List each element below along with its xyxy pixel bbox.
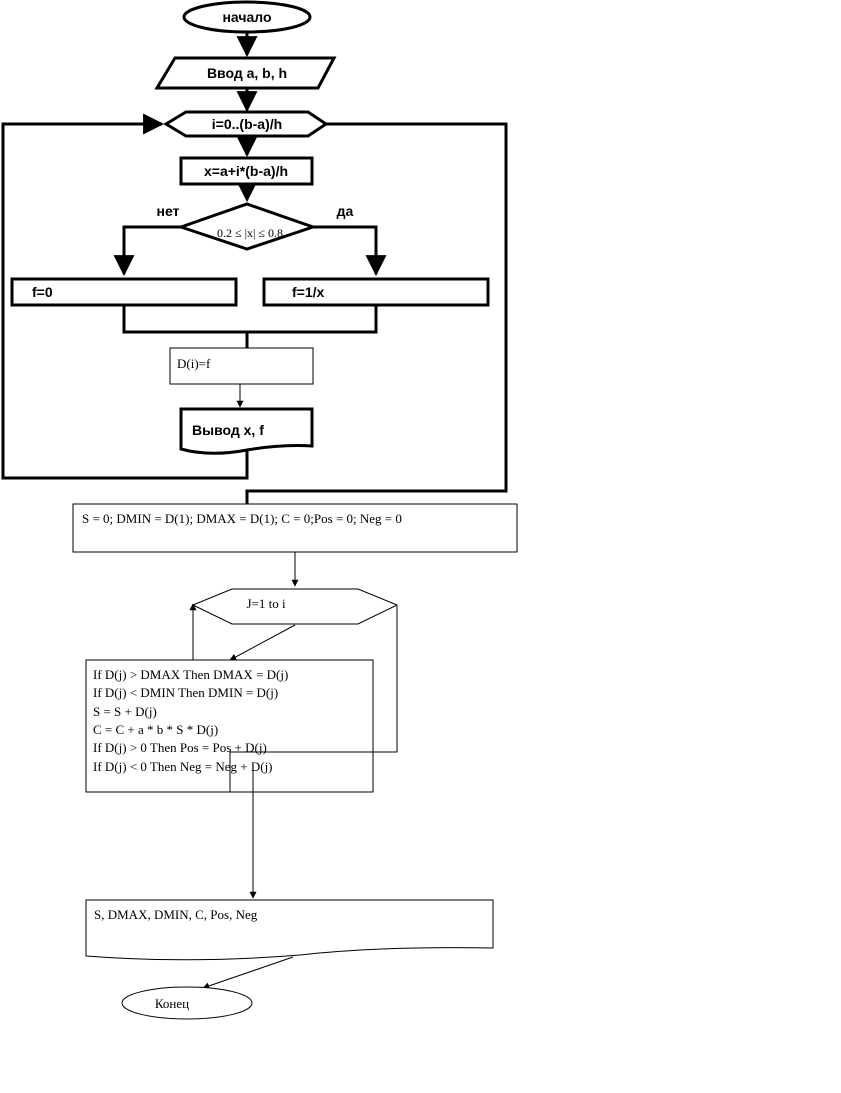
f-inv-block: f=1/x <box>262 277 490 307</box>
loop1-block: i=0..(b-a)/h <box>163 110 329 138</box>
start-label: начало <box>222 9 271 25</box>
loop-body-block: If D(j) > DMAX Then DMAX = D(j) If D(j) … <box>85 659 374 793</box>
body-line: If D(j) < DMIN Then DMIN = D(j) <box>93 685 278 700</box>
init-label: S = 0; DMIN = D(1); DMAX = D(1); C = 0;P… <box>82 511 402 526</box>
body-line: If D(j) > DMAX Then DMAX = D(j) <box>93 667 288 682</box>
body-line: If D(j) > 0 Then Pos = Pos + D(j) <box>93 740 267 755</box>
condition-label: 0.2 ≤ |x| ≤ 0.8 <box>217 226 283 240</box>
calc-x-label: x=a+i*(b-a)/h <box>204 163 288 179</box>
body-line: S = S + D(j) <box>93 704 157 719</box>
f-zero-block: f=0 <box>10 277 238 307</box>
loop2-block: J=1 to i <box>191 588 399 625</box>
start-terminator: начало <box>182 0 312 34</box>
body-line: C = C + a * b * S * D(j) <box>93 722 218 737</box>
calc-x-block: x=a+i*(b-a)/h <box>179 156 314 186</box>
branch-no-label: нет <box>157 203 180 219</box>
loop2-label: J=1 to i <box>246 596 286 611</box>
end-terminator: Конец <box>121 986 253 1020</box>
output1-label: Вывод x, f <box>192 422 264 438</box>
output2-label: S, DMAX, DMIN, C, Pos, Neg <box>94 907 258 922</box>
f-inv-label: f=1/x <box>292 284 325 300</box>
decision-block: 0.2 ≤ |x| ≤ 0.8 нет да <box>157 202 354 251</box>
assign-d-label: D(i)=f <box>177 356 211 371</box>
f-zero-label: f=0 <box>32 284 53 300</box>
loop1-label: i=0..(b-a)/h <box>212 116 282 132</box>
output2-block: S, DMAX, DMIN, C, Pos, Neg <box>85 899 494 961</box>
output1-block: Вывод x, f <box>179 407 314 455</box>
assign-d-block: D(i)=f <box>169 347 314 385</box>
input-block: Ввод a, b, h <box>154 56 337 90</box>
input-label: Ввод a, b, h <box>207 65 287 81</box>
init-block: S = 0; DMIN = D(1); DMAX = D(1); C = 0;P… <box>72 503 518 553</box>
end-label: Конец <box>155 996 189 1011</box>
branch-yes-label: да <box>337 203 354 219</box>
body-line: If D(j) < 0 Then Neg = Neg + D(j) <box>93 759 273 774</box>
